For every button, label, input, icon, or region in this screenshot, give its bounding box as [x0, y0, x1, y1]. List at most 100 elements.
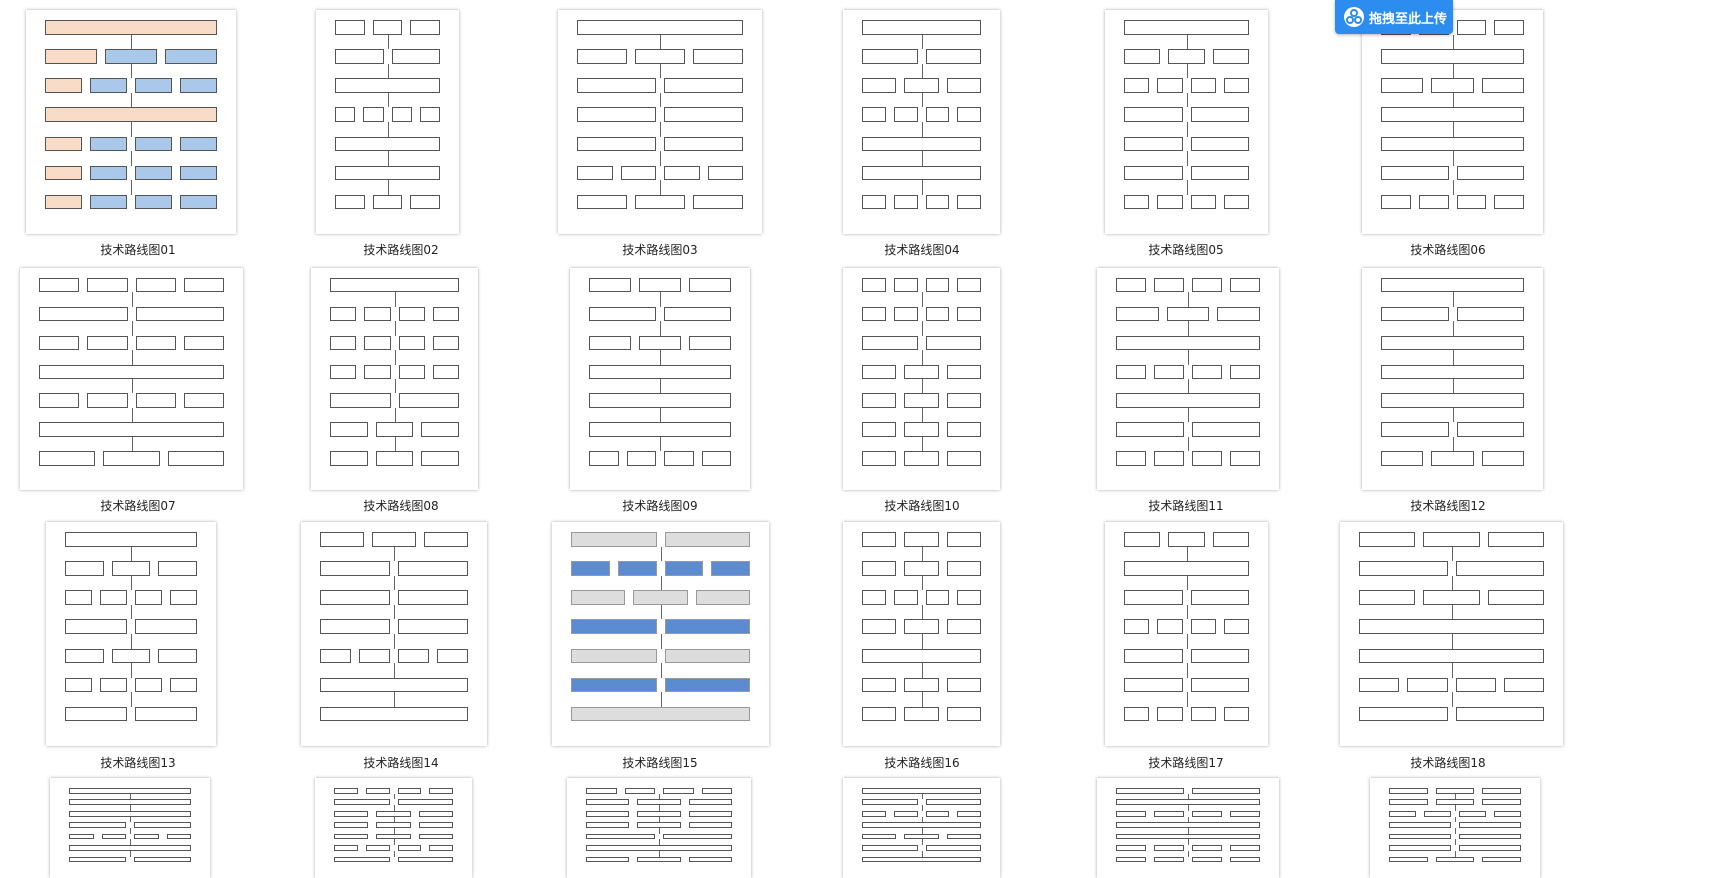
flow-connector [921, 321, 923, 336]
flow-box [418, 822, 453, 828]
flow-connector [659, 828, 660, 834]
flow-box [334, 799, 390, 806]
thumbnail-image[interactable] [50, 778, 210, 878]
flow-box [1154, 810, 1184, 817]
file-name-label[interactable]: 技术路线图16 [884, 756, 960, 770]
thumbnail-image[interactable] [570, 268, 750, 490]
flow-connector [1452, 122, 1454, 137]
flow-box [620, 165, 656, 181]
thumbnail-image[interactable] [20, 268, 243, 490]
flow-box [946, 706, 981, 722]
file-name-label[interactable]: 技术路线图02 [363, 243, 439, 257]
flow-box [1124, 194, 1150, 210]
flow-box [320, 706, 468, 722]
thumbnail-image[interactable] [552, 522, 769, 746]
flow-connector [394, 692, 395, 707]
file-name-label[interactable]: 技术路线图08 [363, 499, 439, 513]
file-name-label[interactable]: 技术路线图07 [100, 499, 176, 513]
thumbnail-image[interactable] [316, 10, 459, 234]
flow-box [1124, 532, 1161, 547]
flow-connector [131, 321, 133, 336]
flow-connector [1451, 634, 1453, 649]
flow-box [1157, 78, 1183, 93]
flow-box [925, 306, 950, 322]
flow-box [421, 422, 459, 437]
flow-box [862, 561, 897, 576]
thumbnail-image[interactable] [26, 10, 236, 234]
thumbnail-image[interactable] [1105, 522, 1268, 746]
flow-box [1192, 422, 1260, 437]
file-name-label[interactable]: 技术路线图04 [884, 243, 960, 257]
flow-box [637, 856, 681, 863]
flow-box [330, 278, 459, 293]
flow-box [398, 335, 425, 351]
file-name-label[interactable]: 技术路线图10 [884, 499, 960, 513]
file-name-label[interactable]: 技术路线图09 [622, 499, 698, 513]
file-name-label[interactable]: 技术路线图18 [1410, 756, 1486, 770]
flow-box [617, 561, 657, 576]
thumbnail-image[interactable] [301, 522, 487, 746]
flow-connector [131, 407, 133, 423]
flow-connector [394, 663, 395, 678]
flow-box [925, 49, 981, 64]
thumbnail-image[interactable] [843, 268, 1000, 490]
flow-connector [131, 34, 132, 50]
file-name-label[interactable]: 技术路线图06 [1410, 243, 1486, 257]
flow-box [1124, 20, 1249, 35]
thumbnail-image[interactable] [567, 778, 751, 878]
thumbnail-image[interactable] [1097, 778, 1279, 878]
thumbnail-image[interactable] [311, 268, 478, 490]
thumbnail-image[interactable] [1362, 268, 1543, 490]
flow-connector [921, 350, 923, 365]
flow-connector [660, 92, 661, 108]
thumbnail-image[interactable] [315, 778, 472, 878]
thumbnail-image[interactable] [843, 10, 1000, 234]
file-name-label[interactable]: 技术路线图14 [363, 756, 439, 770]
flow-connector [394, 575, 395, 591]
thumbnail-image[interactable] [843, 522, 1000, 746]
flow-connector [131, 292, 133, 307]
flow-box [372, 532, 416, 547]
upload-drop-button[interactable]: 拖拽至此上传 [1335, 0, 1453, 34]
file-name-label[interactable]: 技术路线图12 [1410, 499, 1486, 513]
flow-box [1381, 278, 1524, 293]
thumbnail-image[interactable] [1362, 10, 1543, 234]
flow-box [1116, 799, 1260, 806]
thumbnail-image[interactable] [558, 10, 762, 234]
thumbnail-image[interactable] [1105, 10, 1268, 234]
file-name-label[interactable]: 技术路线图17 [1148, 756, 1224, 770]
file-name-label[interactable]: 技术路线图13 [100, 756, 176, 770]
flow-connector [1452, 379, 1454, 394]
thumbnail-image[interactable] [46, 522, 216, 746]
flow-box [359, 648, 390, 664]
flow-box [1230, 364, 1260, 379]
flow-box [635, 194, 685, 210]
flow-box [862, 799, 918, 806]
file-name-label[interactable]: 技术路线图05 [1148, 243, 1224, 257]
thumbnail-image[interactable] [1340, 522, 1563, 746]
flow-box [103, 451, 160, 466]
flow-box [1223, 194, 1249, 210]
file-name-label[interactable]: 技术路线图15 [622, 756, 698, 770]
flow-box [862, 364, 897, 379]
thumbnail-image[interactable] [843, 778, 1000, 878]
flow-box [90, 78, 127, 93]
file-name-label[interactable]: 技术路线图03 [622, 243, 698, 257]
flow-box [135, 165, 172, 181]
flow-connector [921, 816, 923, 823]
file-name-label[interactable]: 技术路线图01 [100, 243, 176, 257]
thumbnail-image[interactable] [1097, 268, 1279, 490]
file-name-label[interactable]: 技术路线图11 [1148, 499, 1224, 513]
flow-box [167, 451, 224, 466]
flow-box [893, 306, 918, 322]
thumbnail-image[interactable] [1370, 778, 1540, 878]
flow-box [365, 845, 390, 851]
flow-box [1435, 799, 1475, 806]
flow-box [862, 278, 886, 293]
flow-box [1154, 856, 1184, 863]
flow-box [1116, 422, 1184, 437]
flow-box [1124, 78, 1150, 93]
flow-box [1418, 194, 1449, 210]
flow-connector [131, 436, 133, 452]
flow-box [90, 136, 127, 152]
